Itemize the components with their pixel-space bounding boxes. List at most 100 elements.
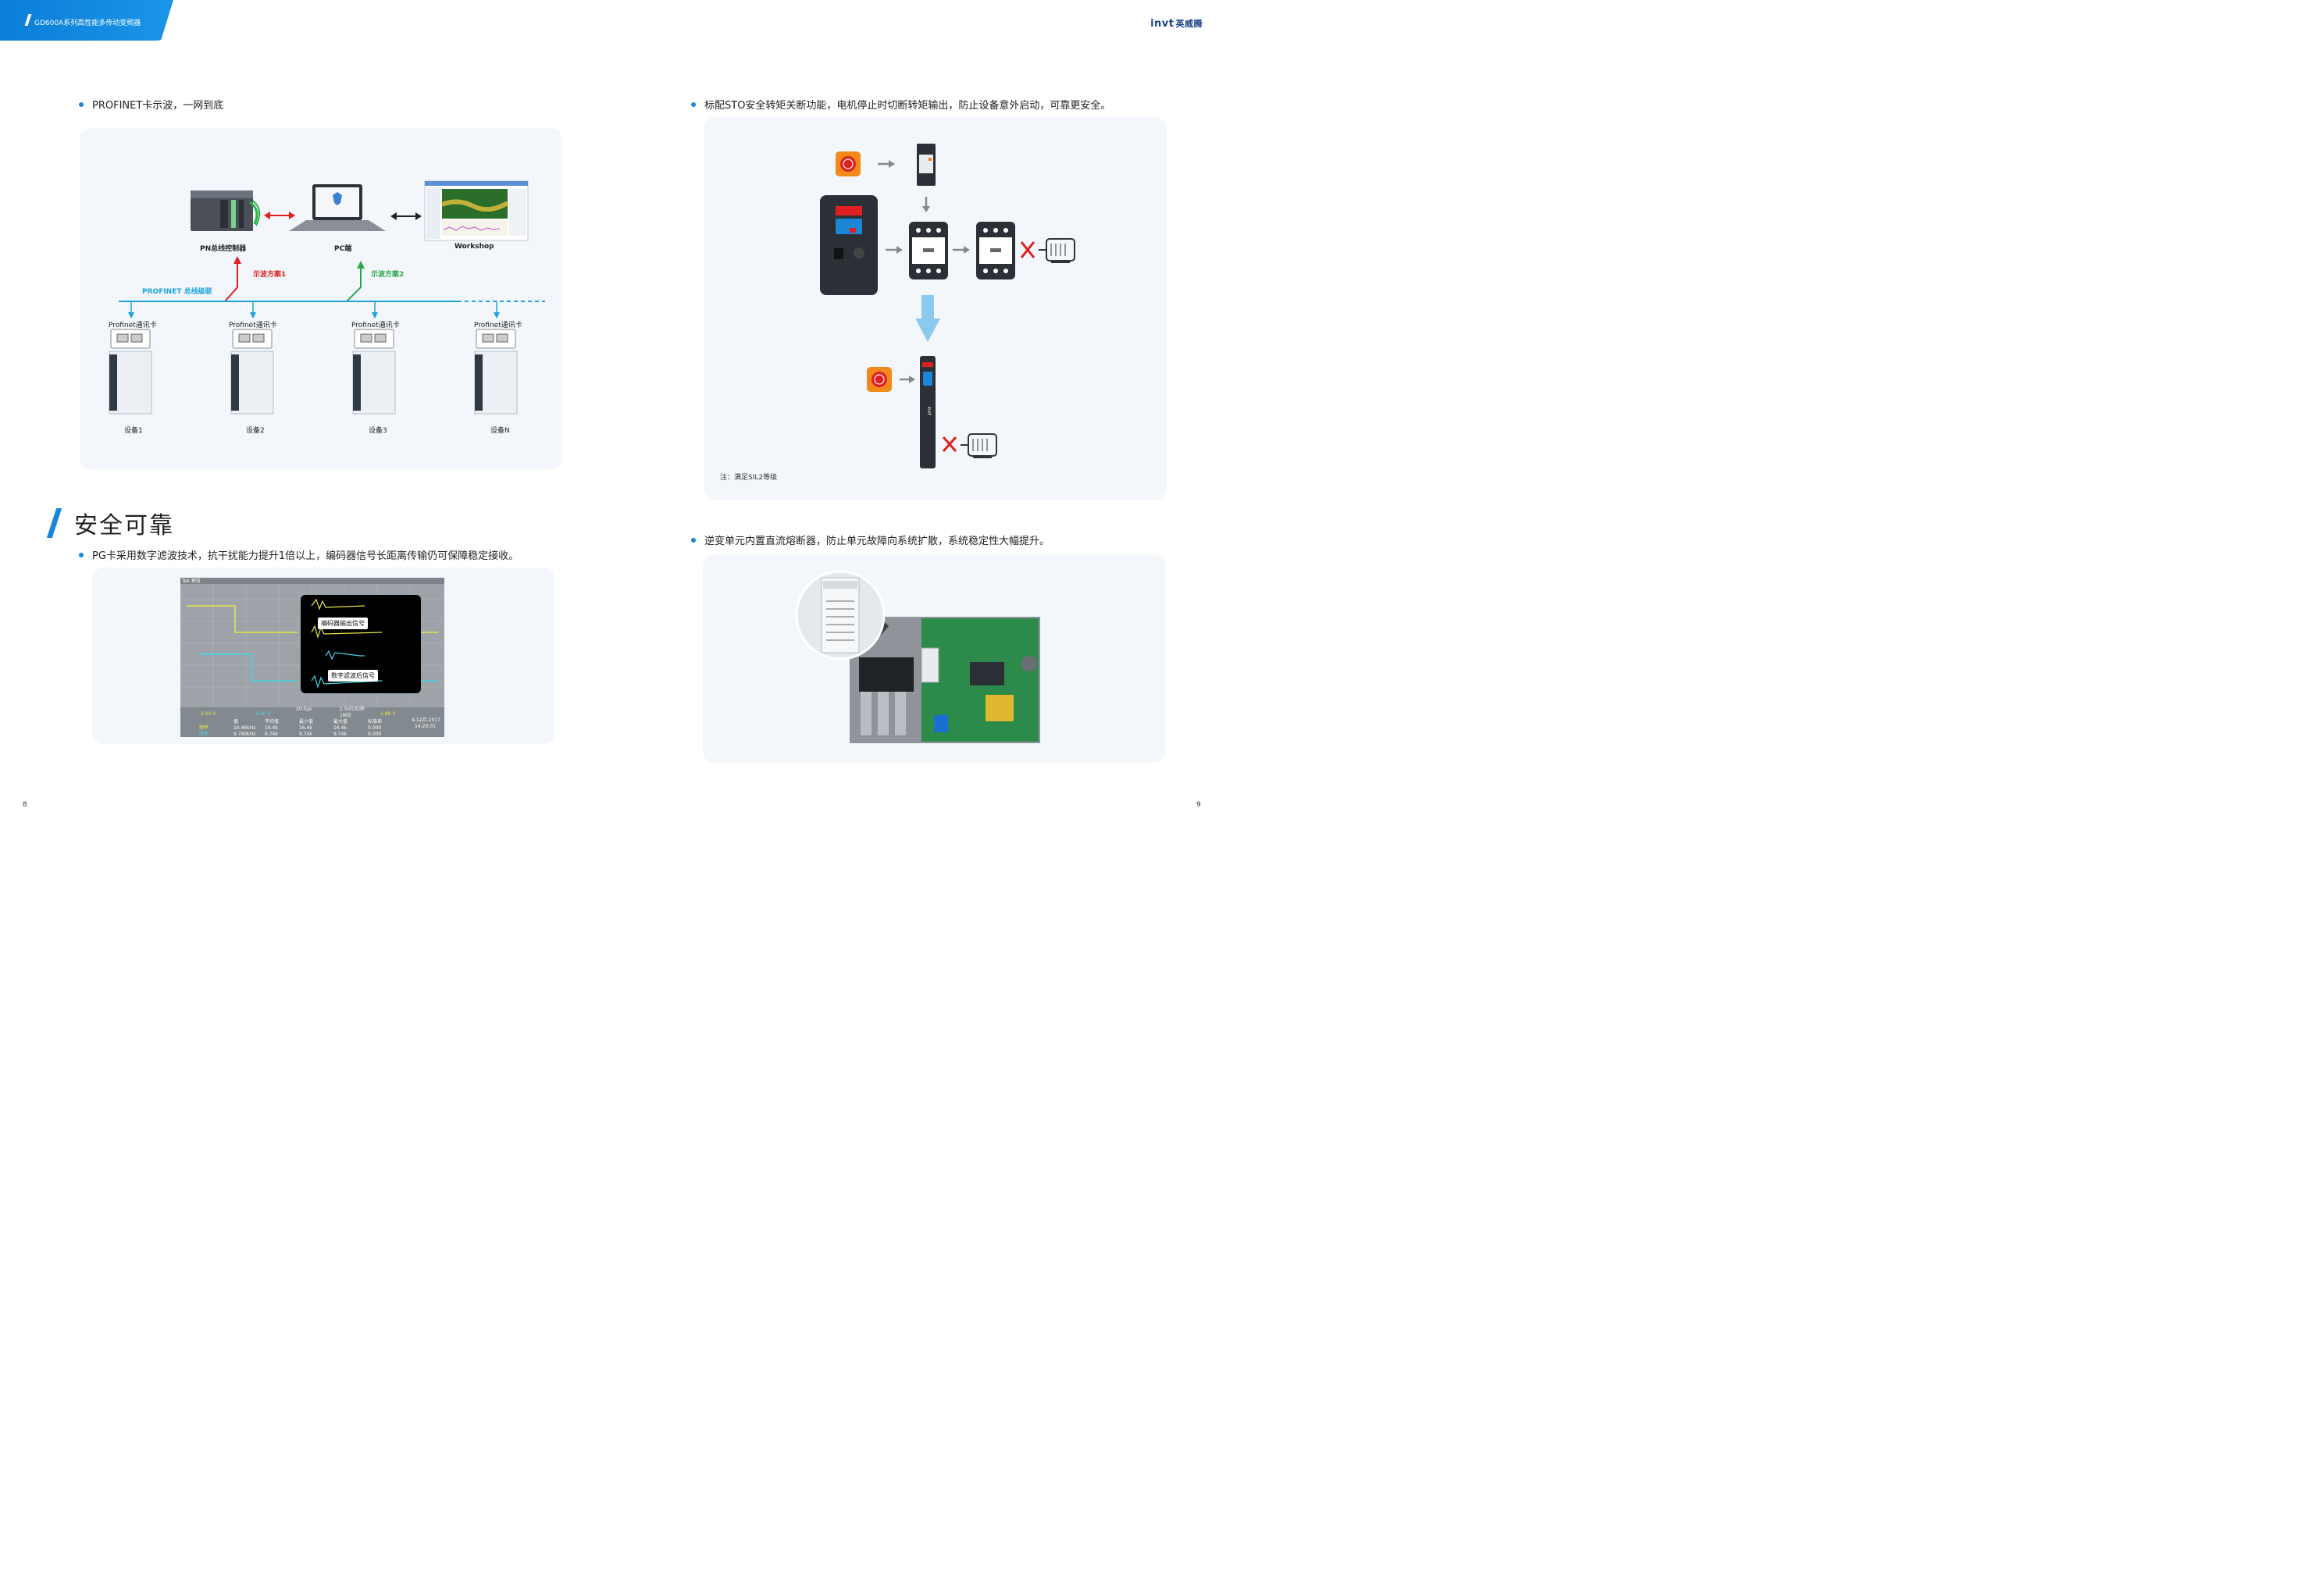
scope-header-mean: 平均值: [265, 718, 279, 724]
scope-row1-value: 16.46kHz: [233, 725, 255, 731]
scope-row2-min: 9.74k: [299, 732, 312, 737]
scope-header-min: 最小值: [299, 718, 313, 724]
page-number-right: 9: [1196, 801, 1201, 809]
device-1-drop: [128, 301, 134, 319]
arrow-right-icon: [953, 246, 970, 254]
scope-date: 4-12月-2017: [412, 717, 440, 723]
label-filtered-signal: 数字滤波后信号: [328, 670, 378, 682]
scheme2-arrowhead: [357, 261, 365, 269]
red-double-arrow: [264, 212, 295, 219]
label-profinet-bus: PROFINET 总线级联: [142, 288, 212, 296]
drive-unit-image: [820, 195, 878, 295]
scope-row1-label: 频率: [199, 724, 209, 731]
scope-header-std: 标准差: [368, 718, 382, 724]
scope-row1-mean: 16.4k: [265, 725, 278, 731]
device-n-drop: [494, 301, 500, 319]
sto-diagram: invt: [820, 144, 1075, 468]
scope-brand: Tek 预览: [181, 578, 201, 584]
label-scheme2: 示波方案2: [371, 271, 405, 279]
label-encoder-signal: 编码器输出信号: [318, 618, 368, 629]
label-device-2: 设备2: [246, 427, 265, 435]
scope-row2-std: 0.000: [368, 732, 381, 737]
contactor-image: [976, 222, 1015, 279]
scope-row2-max: 9.74k: [333, 732, 347, 737]
label-card-n: Profinet通讯卡: [474, 322, 522, 329]
scope-row1-std: 0.000: [368, 725, 381, 731]
section-slash-mark: [46, 508, 62, 538]
fuse-photo-image: [795, 570, 1040, 743]
section-title: 安全可靠: [74, 512, 174, 539]
profinet-diagram: [109, 180, 545, 415]
device-1-image: [109, 329, 152, 415]
scheme2-arrow: [346, 265, 362, 302]
arrow-right-icon: [878, 160, 895, 168]
scope-status-trigger: 1.88 V: [380, 711, 396, 717]
scope-status-ch1: 2.00 V: [201, 711, 216, 717]
device-n-image: [474, 329, 518, 415]
cross-icon: [942, 436, 957, 452]
bullet-dot: [79, 101, 84, 107]
laptop-image: [289, 184, 386, 231]
motor-icon: [961, 433, 997, 458]
label-card-2: Profinet通讯卡: [229, 322, 277, 329]
scope-status-timebase: 20.0μs: [296, 707, 312, 712]
label-pn-controller: PN总线控制器: [200, 245, 247, 253]
bullet-pg-card: PG卡采用数字滤波技术，抗干扰能力提升1倍以上，编码器信号长距离传输仍可保障稳定…: [79, 547, 519, 562]
bullet-profinet: PROFINET卡示波，一网到底: [79, 97, 223, 112]
motor-icon: [1039, 238, 1075, 263]
scope-time: 14:20:31: [415, 724, 436, 729]
arrow-right-icon: [900, 376, 915, 383]
scope-status-ch2: 2.00 V: [255, 711, 271, 717]
device-2-drop: [250, 301, 256, 319]
big-down-arrow: [915, 295, 940, 342]
bullet-sto-text: 标配STO安全转矩关断功能，电机停止时切断转矩输出，防止设备意外启动，可靠更安全…: [704, 100, 1111, 112]
device-3-image: [352, 329, 396, 415]
safety-relay-image: [917, 144, 936, 186]
arrow-down-icon: [922, 197, 930, 212]
workshop-screenshot-image: [424, 180, 529, 241]
label-device-1: 设备1: [124, 427, 143, 435]
label-device-3: 设备3: [369, 427, 387, 435]
bullet-sto: 标配STO安全转矩关断功能，电机停止时切断转矩输出，防止设备意外启动，可靠更安全…: [691, 97, 1110, 112]
bullet-fuse: 逆变单元内置直流熔断器，防止单元故障向系统扩散，系统稳定性大幅提升。: [691, 532, 1050, 547]
scope-header-value: 值: [233, 718, 238, 724]
scheme1-arrow: [224, 261, 238, 302]
label-card-3: Profinet通讯卡: [351, 322, 400, 329]
slim-drive-logo: invt: [926, 406, 932, 415]
scope-row2-mean: 9.74k: [265, 732, 278, 737]
scope-row2-value: 9.740kHz: [233, 732, 255, 737]
bullet-fuse-text: 逆变单元内置直流熔断器，防止单元故障向系统扩散，系统稳定性大幅提升。: [704, 536, 1050, 547]
header-title: GD600A系列高性能多传动变频器: [34, 20, 141, 27]
device-2-image: [230, 329, 274, 415]
page-number-left: 8: [23, 801, 27, 809]
slim-drive-image: invt: [920, 356, 936, 468]
bullet-dot: [691, 101, 696, 107]
label-card-1: Profinet通讯卡: [109, 322, 157, 329]
oscilloscope-image: Tek 预览 2.00 V 2.00 V 20.0μs 2.50G次/秒 1.8…: [180, 578, 444, 737]
plc-controller-image: [191, 190, 261, 231]
scope-row1-max: 16.4k: [333, 725, 347, 731]
bullet-pg-card-text: PG卡采用数字滤波技术，抗干扰能力提升1倍以上，编码器信号长距离传输仍可保障稳定…: [92, 550, 519, 562]
sil2-note: 注：满足SIL2等级: [720, 474, 778, 482]
label-device-n: 设备N: [490, 427, 510, 435]
device-3-drop: [372, 301, 378, 319]
cross-icon: [1020, 241, 1035, 258]
arrow-right-icon: [886, 246, 903, 254]
brand-name: 英威腾: [1175, 19, 1203, 29]
black-double-arrow: [390, 212, 422, 220]
scope-status-points: 1M点: [340, 712, 351, 718]
emergency-stop-icon: [836, 151, 861, 176]
scope-row2-label: 频率: [199, 731, 209, 737]
label-scheme1: 示波方案1: [253, 271, 287, 279]
scope-row1-min: 16.4k: [299, 725, 312, 731]
scope-header-max: 最大值: [333, 718, 348, 724]
bullet-profinet-text: PROFINET卡示波，一网到底: [92, 100, 224, 112]
emergency-stop-icon: [867, 367, 892, 392]
scheme1-arrowhead: [233, 256, 241, 264]
label-pc: PC端: [334, 245, 352, 253]
contactor-image: [909, 222, 948, 279]
brand-logo-mark: invt: [1150, 18, 1174, 30]
bullet-dot: [79, 552, 84, 557]
scope-status-samplerate: 2.50G次/秒: [340, 706, 365, 712]
